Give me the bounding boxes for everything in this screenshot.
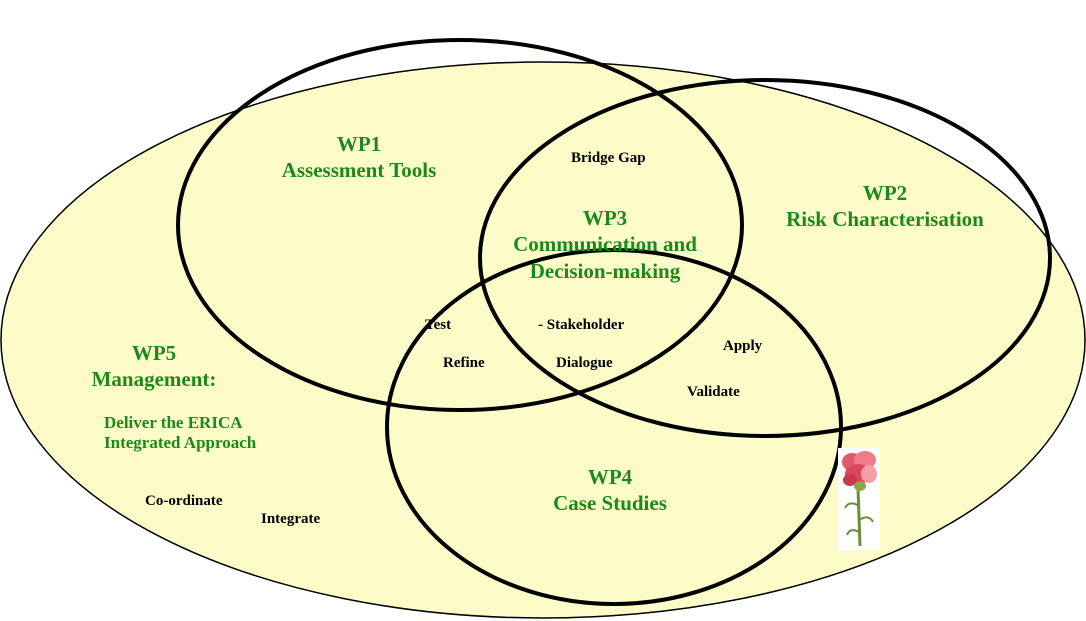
wp4-title: Case Studies xyxy=(553,491,667,516)
circle-wp1 xyxy=(176,38,744,412)
wp2-title: Risk Characterisation xyxy=(786,207,984,232)
outer-ellipse-wp5 xyxy=(0,61,1086,619)
wp5-label: WP5 Management: xyxy=(74,340,234,393)
test-label: Test xyxy=(425,317,452,333)
wp4-label: WP4 Case Studies xyxy=(520,464,700,517)
wp3-label: WP3 Communication and Decision-making xyxy=(490,205,720,284)
coordinate-label: Co-ordinate xyxy=(145,493,223,509)
wp3-title-line1: Communication and xyxy=(513,232,697,257)
wp1-title: Assessment Tools xyxy=(281,158,437,183)
refine-label: Refine xyxy=(443,355,485,371)
wp2-label: WP2 Risk Characterisation xyxy=(760,180,1010,233)
dialogue-label: Dialogue xyxy=(556,355,613,371)
flower-icon xyxy=(838,448,880,550)
validate-label: Validate xyxy=(687,384,740,400)
wp5-subtitle-line2: Integrated Approach xyxy=(104,432,257,452)
wp1-code: WP1 xyxy=(336,132,382,156)
wp4-code: WP4 xyxy=(587,465,633,489)
wp3-title-line2: Decision-making xyxy=(529,258,681,283)
wp1-label: WP1 Assessment Tools xyxy=(259,131,459,184)
wp5-code: WP5 xyxy=(131,341,177,365)
wp5-subtitle: Deliver the ERICA Integrated Approach xyxy=(104,413,256,452)
stakeholder-label: - Stakeholder xyxy=(538,317,625,333)
apply-label: Apply xyxy=(723,338,763,354)
wp5-subtitle-line1: Deliver the ERICA xyxy=(104,413,243,432)
wp5-title: Management: xyxy=(91,367,217,392)
wp3-code: WP3 xyxy=(582,206,628,230)
integrate-label: Integrate xyxy=(261,511,321,527)
bridge-gap-label: Bridge Gap xyxy=(571,150,646,166)
circle-wp2 xyxy=(478,78,1052,438)
wp2-code: WP2 xyxy=(862,181,908,205)
circle-wp4 xyxy=(385,248,843,606)
